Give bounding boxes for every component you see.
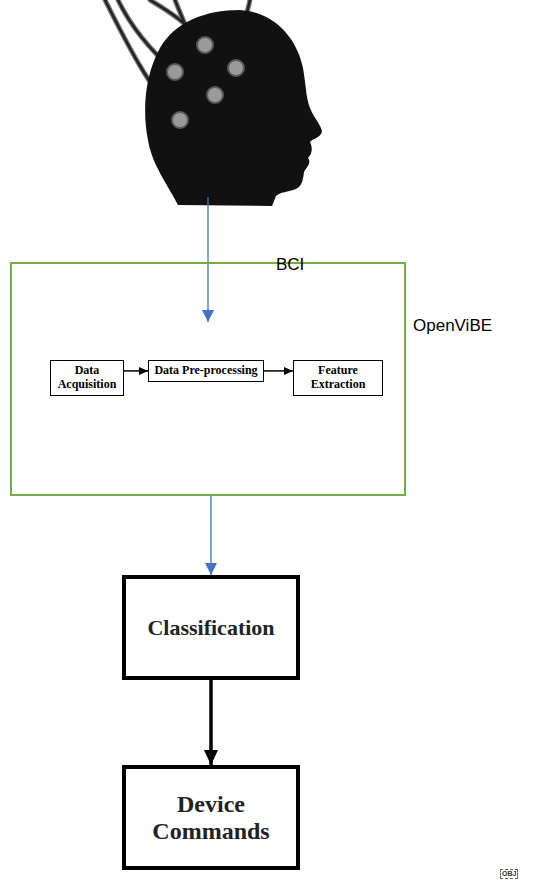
connector-arrow xyxy=(264,370,293,372)
box-label: Device Commands xyxy=(132,791,290,845)
process-box: Data Acquisition xyxy=(50,360,124,396)
group-heading: OpenViBE xyxy=(413,316,492,336)
electrodes xyxy=(167,37,244,128)
process-box: Classification xyxy=(122,575,300,680)
box-label: Feature Extraction xyxy=(298,364,378,392)
box-label: Classification xyxy=(147,615,274,641)
connector-arrow xyxy=(210,496,211,575)
connector-arrow xyxy=(124,370,148,372)
box-label: Data Pre-processing xyxy=(153,364,259,378)
signal-arrow xyxy=(207,197,208,322)
head-silhouette xyxy=(145,10,322,206)
connector-arrow xyxy=(209,680,213,765)
process-box: Device Commands xyxy=(122,765,300,870)
object-marker: OBJ xyxy=(500,869,518,879)
group-box: OpenViBEData AcquisitionData Pre-process… xyxy=(10,262,406,496)
box-label: Data Acquisition xyxy=(55,364,119,392)
diagram-label: BCI xyxy=(276,255,304,275)
process-box: Feature Extraction xyxy=(293,360,383,396)
process-box: Data Pre-processing xyxy=(148,360,264,382)
